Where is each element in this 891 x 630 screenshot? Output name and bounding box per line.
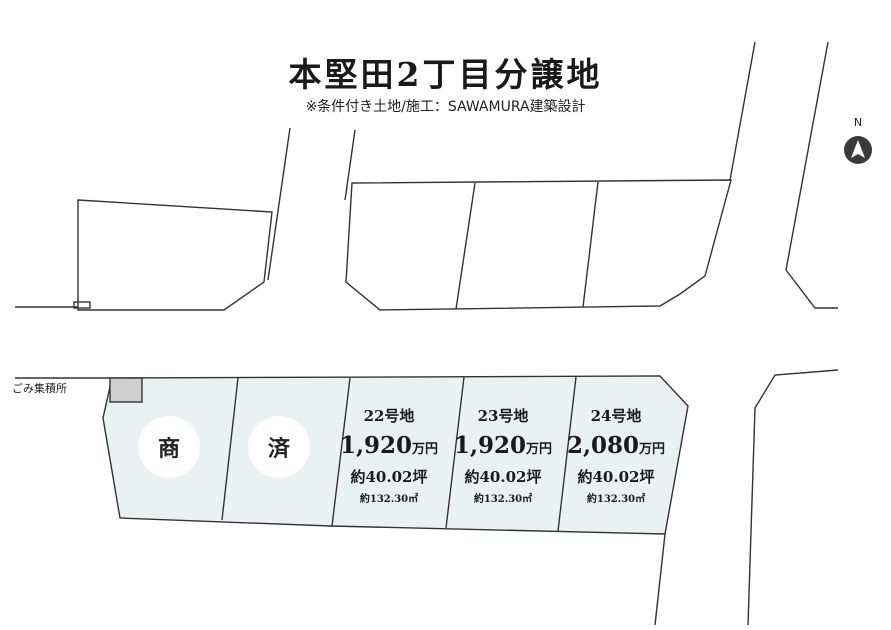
north-label: N	[853, 116, 863, 129]
lot-tsubo: 約40.02坪	[577, 468, 655, 486]
lot-divider	[445, 376, 465, 529]
north-arrow-icon	[844, 136, 872, 164]
lot-tsubo: 約40.02坪	[350, 468, 428, 486]
road-edge	[344, 129, 356, 201]
road-edge	[267, 127, 291, 281]
lot-divider	[557, 376, 577, 532]
badge-sold: 済	[248, 416, 310, 478]
lot-number: 24号地	[590, 407, 642, 425]
lot-price: 1,920万円	[453, 432, 553, 459]
parcel-row-top	[345, 179, 732, 311]
parcel-divider	[582, 181, 599, 308]
lot-price: 1,920万円	[339, 432, 439, 459]
badge-negotiating: 商	[138, 416, 200, 478]
lot-tsubo: 約40.02坪	[464, 468, 542, 486]
road-edge-right-bottom	[747, 369, 839, 626]
parcel-divider	[455, 182, 476, 310]
lot-sqm: 約132.30㎡	[359, 494, 419, 505]
lot-number: 23号地	[477, 407, 529, 425]
lot-divider	[221, 377, 239, 521]
lot-row-bottom	[102, 375, 689, 535]
lot-price: 2,080万円	[566, 432, 666, 459]
road-edge-right-top	[785, 41, 838, 309]
road-edge	[729, 41, 756, 181]
lot-24: 24号地 2,080万円 約40.02坪 約132.30㎡	[560, 405, 672, 505]
lot-23: 23号地 1,920万円 約40.02坪 約132.30㎡	[447, 405, 559, 505]
parcel-top-left	[77, 199, 273, 311]
lot-sqm: 約132.30㎡	[586, 494, 646, 505]
lot-divider	[331, 377, 351, 527]
page-subtitle: ※条件付き土地/施工：SAWAMURA建築設計	[305, 99, 586, 115]
gomi-label: ごみ集積所	[12, 382, 67, 395]
small-marker	[73, 301, 91, 309]
lot-number: 22号地	[363, 407, 415, 425]
lot-22: 22号地 1,920万円 約40.02坪 約132.30㎡	[333, 405, 445, 505]
lot-sqm: 約132.30㎡	[473, 494, 533, 505]
road-edge	[654, 533, 666, 626]
gomi-area	[109, 377, 143, 403]
page-title: 本堅田2丁目分譲地	[288, 55, 603, 94]
